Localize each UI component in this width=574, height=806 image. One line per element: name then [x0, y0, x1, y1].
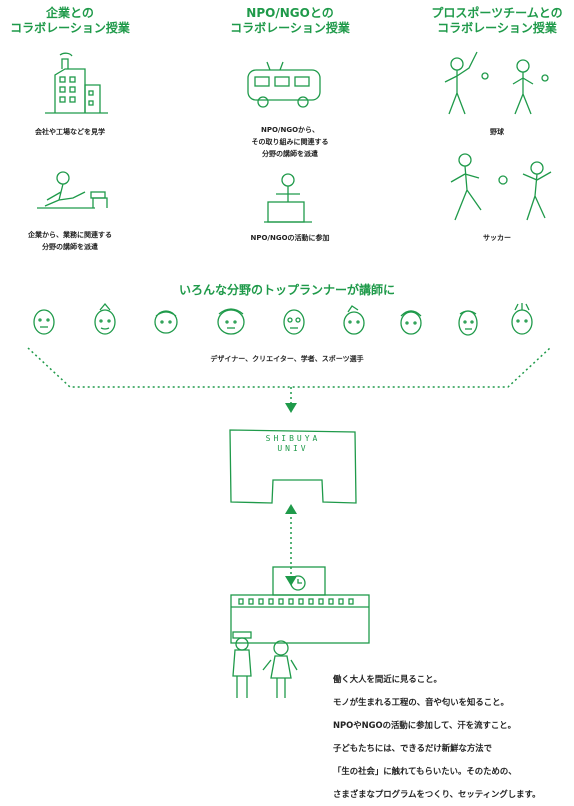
school-building-illustration [230, 566, 370, 644]
funnel-dotted-line [27, 347, 551, 388]
program-statement: 働く大人を間近に見ること。 モノが生まれる工程の、音や匂いを知ること。 NPOや… [333, 668, 569, 806]
face-icon [283, 309, 305, 335]
face-icon [458, 310, 478, 336]
company-caption-lecturer-line1: 企業から、業務に関連する [28, 231, 112, 239]
bus-illustration [247, 61, 321, 108]
statement-line2: モノが生まれる工程の、音や匂いを知ること。 [333, 697, 509, 707]
company-caption-lecturer-line2: 分野の講師を派遣 [42, 243, 98, 251]
face-icon [217, 308, 245, 335]
arrow-up-icon [285, 504, 297, 514]
face-icon [33, 309, 55, 335]
company-caption-tour: 会社や工場などを見学 [35, 128, 105, 136]
soccer-illustration [450, 153, 552, 221]
statement-line6: さまざまなプログラムをつくり、セッティングします。 [333, 789, 541, 799]
children-illustration [232, 631, 298, 698]
lecturer-faces-row [33, 302, 533, 336]
npo-caption-lecturer-line2: その取り組みに関連する [251, 138, 329, 146]
sports-heading-line2: コラボレーション授業 [437, 21, 557, 35]
shibuya-univ-building [229, 429, 357, 504]
sports-collab-heading: プロスポーツチームとの コラボレーション授業 [420, 6, 574, 36]
factory-illustration [45, 52, 108, 114]
npo-caption-lecturer: NPO/NGOから、 その取り組みに関連する 分野の講師を派遣 [205, 124, 375, 160]
npo-caption-lecturer-line3: 分野の講師を派遣 [262, 150, 318, 158]
npo-heading-line2: コラボレーション授業 [230, 21, 350, 35]
lecturers-caption: デザイナー、クリエイター、学者、スポーツ選手 [210, 355, 364, 363]
face-icon [400, 310, 422, 335]
face-icon [511, 303, 533, 335]
shibuya-univ-label: SHIBUYA UNIV [228, 434, 358, 454]
statement-line1: 働く大人を間近に見ること。 [333, 674, 442, 684]
statement-line4: 子どもたちには、できるだけ新鮮な方法で [333, 743, 492, 753]
statement-line5: 「生の社会」に触れてもらいたい。そのための、 [333, 766, 517, 776]
face-icon [94, 302, 116, 335]
sports-caption-baseball: 野球 [490, 128, 504, 136]
arrow-down-icon [285, 403, 297, 413]
company-heading-line1: 企業との [46, 6, 94, 20]
face-icon [343, 305, 365, 335]
company-collab-heading: 企業との コラボレーション授業 [0, 6, 140, 36]
company-caption-lecturer: 企業から、業務に関連する 分野の講師を派遣 [0, 229, 140, 253]
npo-caption-lecturer-line1: NPO/NGOから、 [260, 126, 320, 134]
npo-collab-heading: NPO/NGOとの コラボレーション授業 [205, 6, 375, 36]
shibuya-univ-line2: UNIV [277, 444, 309, 453]
volunteer-illustration [264, 173, 312, 223]
sports-caption-soccer: サッカー [483, 234, 511, 242]
worker-illustration [37, 171, 108, 209]
company-heading-line2: コラボレーション授業 [10, 21, 130, 35]
sports-heading-line1: プロスポーツチームとの [431, 6, 563, 20]
face-icon [154, 310, 178, 334]
statement-line3: NPOやNGOの活動に参加して、汗を流すこと。 [333, 720, 516, 730]
npo-heading-line1: NPO/NGOとの [246, 6, 334, 20]
npo-caption-activity: NPO/NGOの活動に参加 [250, 234, 330, 242]
lecturers-heading: いろんな分野のトップランナーが講師に [178, 283, 395, 297]
baseball-illustration [444, 51, 549, 115]
shibuya-univ-line1: SHIBUYA [265, 434, 321, 443]
